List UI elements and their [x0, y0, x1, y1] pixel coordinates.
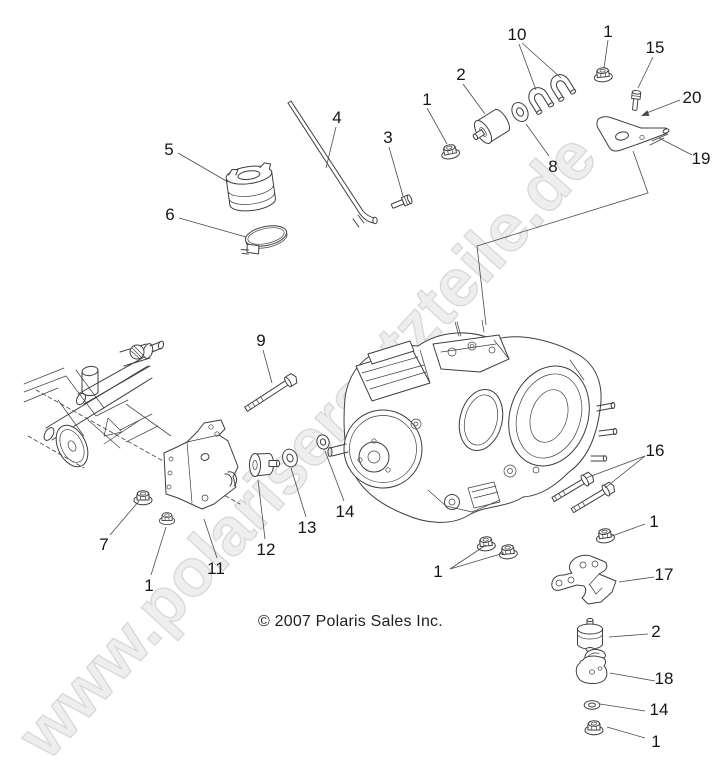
clamp-bracket-18: [575, 649, 608, 684]
callout-15: 15: [646, 38, 665, 57]
flange-nut-1c: [158, 512, 176, 526]
callout-11: 11: [207, 559, 225, 578]
callout-1a: 1: [422, 90, 431, 109]
hose-clamp-6: [240, 225, 288, 255]
leader-14a: [324, 450, 345, 502]
u-clip-10b: [546, 70, 577, 103]
leader-1b: [603, 39, 609, 69]
bolt-15: [629, 89, 642, 112]
engine-drawing: [327, 319, 618, 523]
flange-nut-7: [133, 490, 153, 506]
mount-bracket-17: [551, 554, 617, 605]
leader-bracket-to-engine: [476, 150, 649, 326]
leader-9: [262, 349, 273, 384]
leader-8: [525, 123, 550, 157]
leader-12: [257, 479, 266, 540]
leader-2b: [608, 633, 649, 638]
callout-1b: 1: [603, 22, 612, 41]
callout-13: 13: [298, 518, 317, 537]
leader-2a: [462, 83, 486, 115]
leader-1a: [426, 107, 448, 145]
leader-1e: [449, 544, 505, 570]
leader-10: [518, 42, 562, 91]
callout-2b: 2: [651, 622, 660, 641]
engine-mount-bracket-11: [163, 419, 239, 510]
arrowhead-20: [641, 110, 650, 116]
callout-1f: 1: [651, 732, 660, 751]
callout-12: 12: [257, 540, 276, 559]
flange-nut-1e2: [497, 543, 519, 561]
leader-17: [618, 576, 655, 583]
leader-frame-to-bracket: [125, 403, 172, 437]
bolt-16b: [570, 481, 616, 514]
washer-14b: [583, 700, 601, 710]
leader-1d: [611, 523, 646, 537]
bracket-19: [596, 116, 670, 152]
leader-3: [388, 146, 404, 197]
callout-14b: 14: [650, 700, 669, 719]
callout-10: 10: [508, 25, 527, 44]
flange-nut-1b: [592, 66, 614, 84]
leader-6: [178, 217, 247, 238]
washer-14a: [316, 434, 330, 450]
callout-1d: 1: [649, 512, 658, 531]
rubber-mount-2-bottom: [577, 617, 603, 652]
callout-1c: 1: [144, 576, 153, 595]
callout-5: 5: [164, 140, 173, 159]
bolt-16a: [551, 471, 595, 503]
rubber-boot-5: [225, 162, 276, 212]
callout-4: 4: [332, 108, 341, 127]
callout-16: 16: [646, 441, 665, 460]
leader-7: [109, 500, 140, 536]
callout-8: 8: [548, 157, 557, 176]
bolt-3: [389, 193, 414, 211]
leader-4: [325, 126, 337, 169]
leader-20-arrow: [643, 99, 681, 115]
callout-6: 6: [165, 205, 174, 224]
leader-1c: [150, 526, 167, 576]
callout-17: 17: [655, 565, 674, 584]
callout-9: 9: [256, 331, 265, 350]
callout-7: 7: [99, 535, 108, 554]
callout-18: 18: [655, 669, 674, 688]
leader-14b: [599, 703, 646, 712]
leader-15: [637, 56, 654, 89]
rubber-mount-2-top: [472, 108, 511, 144]
leader-19: [658, 137, 693, 156]
vent-tube-4: [287, 100, 378, 228]
leader-13: [290, 467, 307, 518]
callout-2a: 2: [456, 65, 465, 84]
leader-1f: [606, 726, 646, 739]
callout-19: 19: [692, 149, 711, 168]
flange-nut-1a: [439, 142, 461, 162]
leader-18: [609, 672, 656, 682]
callout-1e: 1: [433, 562, 442, 581]
washer-8: [511, 101, 529, 123]
long-bolt-9: [244, 373, 298, 412]
copyright-text: © 2007 Polaris Sales Inc.: [258, 613, 443, 630]
frame-assembly-drawing: [23, 340, 241, 505]
rubber-mount-12: [249, 453, 280, 477]
leader-16: [585, 455, 646, 489]
leader-lines: [109, 39, 693, 739]
callout-20: 20: [683, 88, 702, 107]
leader-5: [177, 152, 229, 183]
callout-14a: 14: [336, 502, 355, 521]
leader-11: [203, 518, 218, 559]
callout-3: 3: [383, 128, 392, 147]
callout-labels: 5 6 4 3 1 2 8 10 1 15 20 19 9 7 1 11 12 …: [99, 22, 710, 751]
flange-nut-1f: [584, 720, 604, 736]
u-clip-10a: [524, 83, 555, 116]
washer-13: [282, 448, 298, 468]
